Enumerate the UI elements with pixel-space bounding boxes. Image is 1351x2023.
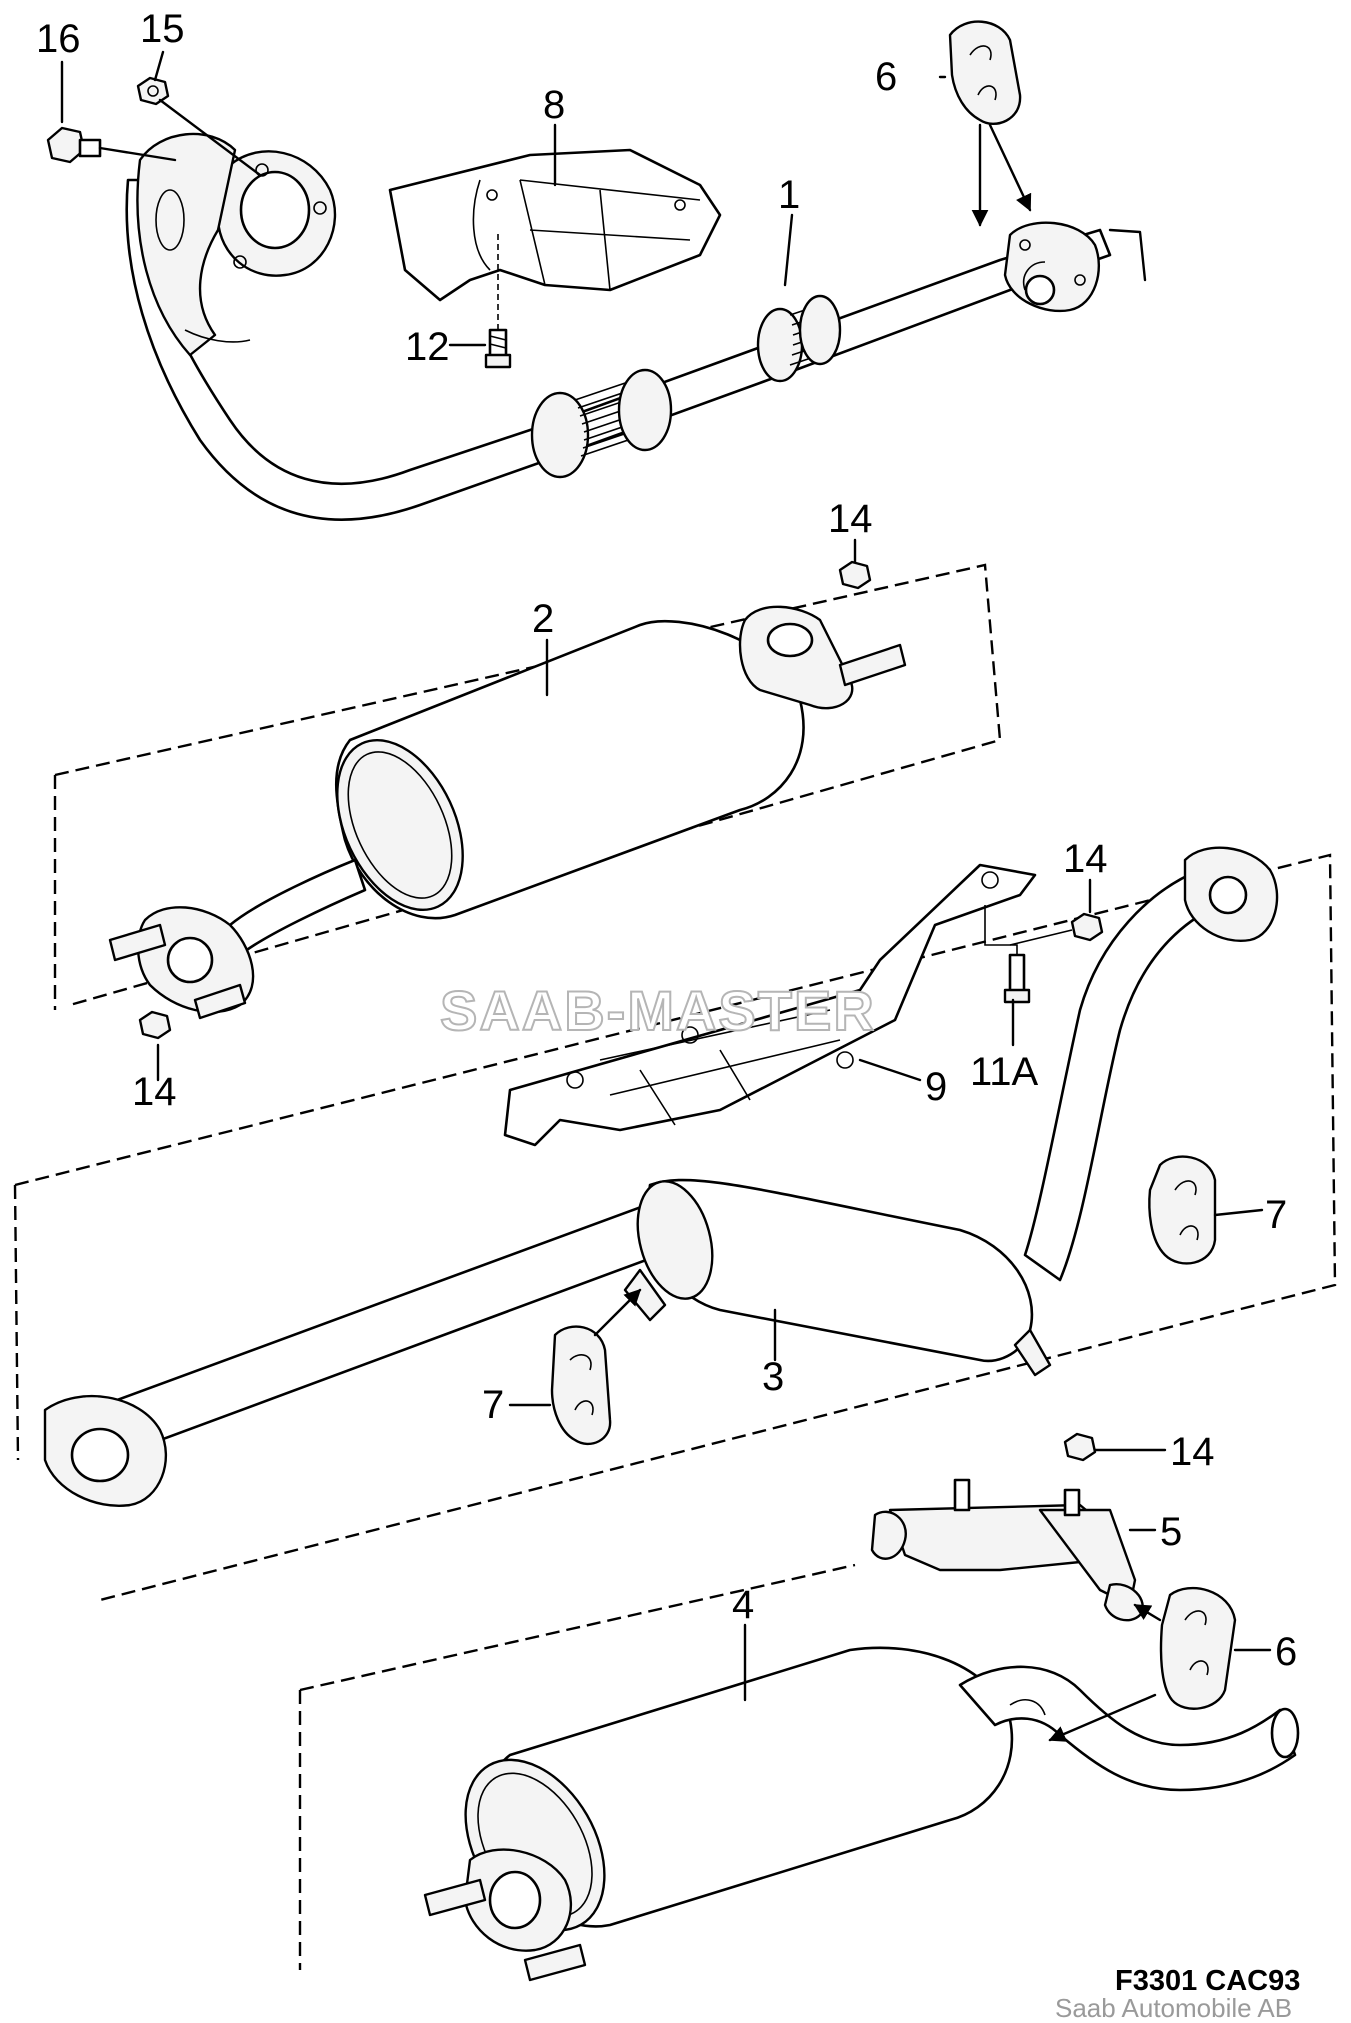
- rear-muffler-group: [298, 1563, 1300, 1982]
- callout-5: 5: [1160, 1510, 1182, 1554]
- callout-7-right: 7: [1265, 1193, 1287, 1237]
- watermark: SAAB-MASTER: [440, 979, 876, 1042]
- front-muffler-group: [53, 560, 1002, 1040]
- callout-16: 16: [36, 17, 81, 61]
- front-muffler-inlet-pipe: [228, 858, 367, 957]
- callout-14-top: 14: [828, 497, 873, 541]
- bolt-16: [46, 126, 177, 164]
- bolt-12: [484, 230, 512, 369]
- callout-7-left: 7: [482, 1383, 504, 1427]
- flex-joint-rear: [756, 294, 842, 383]
- callout-6-top: 6: [875, 55, 897, 99]
- flex-joint-front: [530, 368, 673, 479]
- callout-12: 12: [405, 325, 450, 369]
- callout-2: 2: [532, 597, 554, 641]
- callout-11a: 11A: [970, 1050, 1039, 1094]
- rubber-hanger-6-top: [948, 20, 1032, 227]
- nut-15: [136, 76, 262, 177]
- figure-code: F3301 CAC93: [1115, 1965, 1300, 1997]
- callout-15: 15: [140, 7, 185, 51]
- rear-bracket-group: [870, 1432, 1237, 1710]
- copyright-notice: Saab Automobile AB: [1055, 1993, 1292, 2023]
- callout-6-bottom: 6: [1275, 1630, 1297, 1674]
- callout-4: 4: [732, 1583, 754, 1627]
- intermediate-pipe: [88, 1196, 710, 1457]
- callout-9: 9: [925, 1065, 947, 1109]
- front-pipe-group: [125, 132, 1147, 521]
- center-silencer-group: [13, 846, 1337, 1602]
- leader-lines: [60, 50, 1272, 1702]
- callout-14-left: 14: [132, 1070, 177, 1114]
- heat-shield-front: [388, 148, 722, 302]
- heat-shield-rear: [503, 863, 1037, 1147]
- front-pipe: [125, 178, 1112, 521]
- callout-14-mid: 14: [1063, 837, 1108, 881]
- callouts: 16 15 8 1 6 12 14 2 14 14 9 11A 7 7 3 14…: [36, 7, 1297, 1674]
- callout-14-bracket: 14: [1170, 1430, 1215, 1474]
- callout-8: 8: [543, 83, 565, 127]
- callout-3: 3: [762, 1355, 784, 1399]
- callout-1: 1: [778, 173, 800, 217]
